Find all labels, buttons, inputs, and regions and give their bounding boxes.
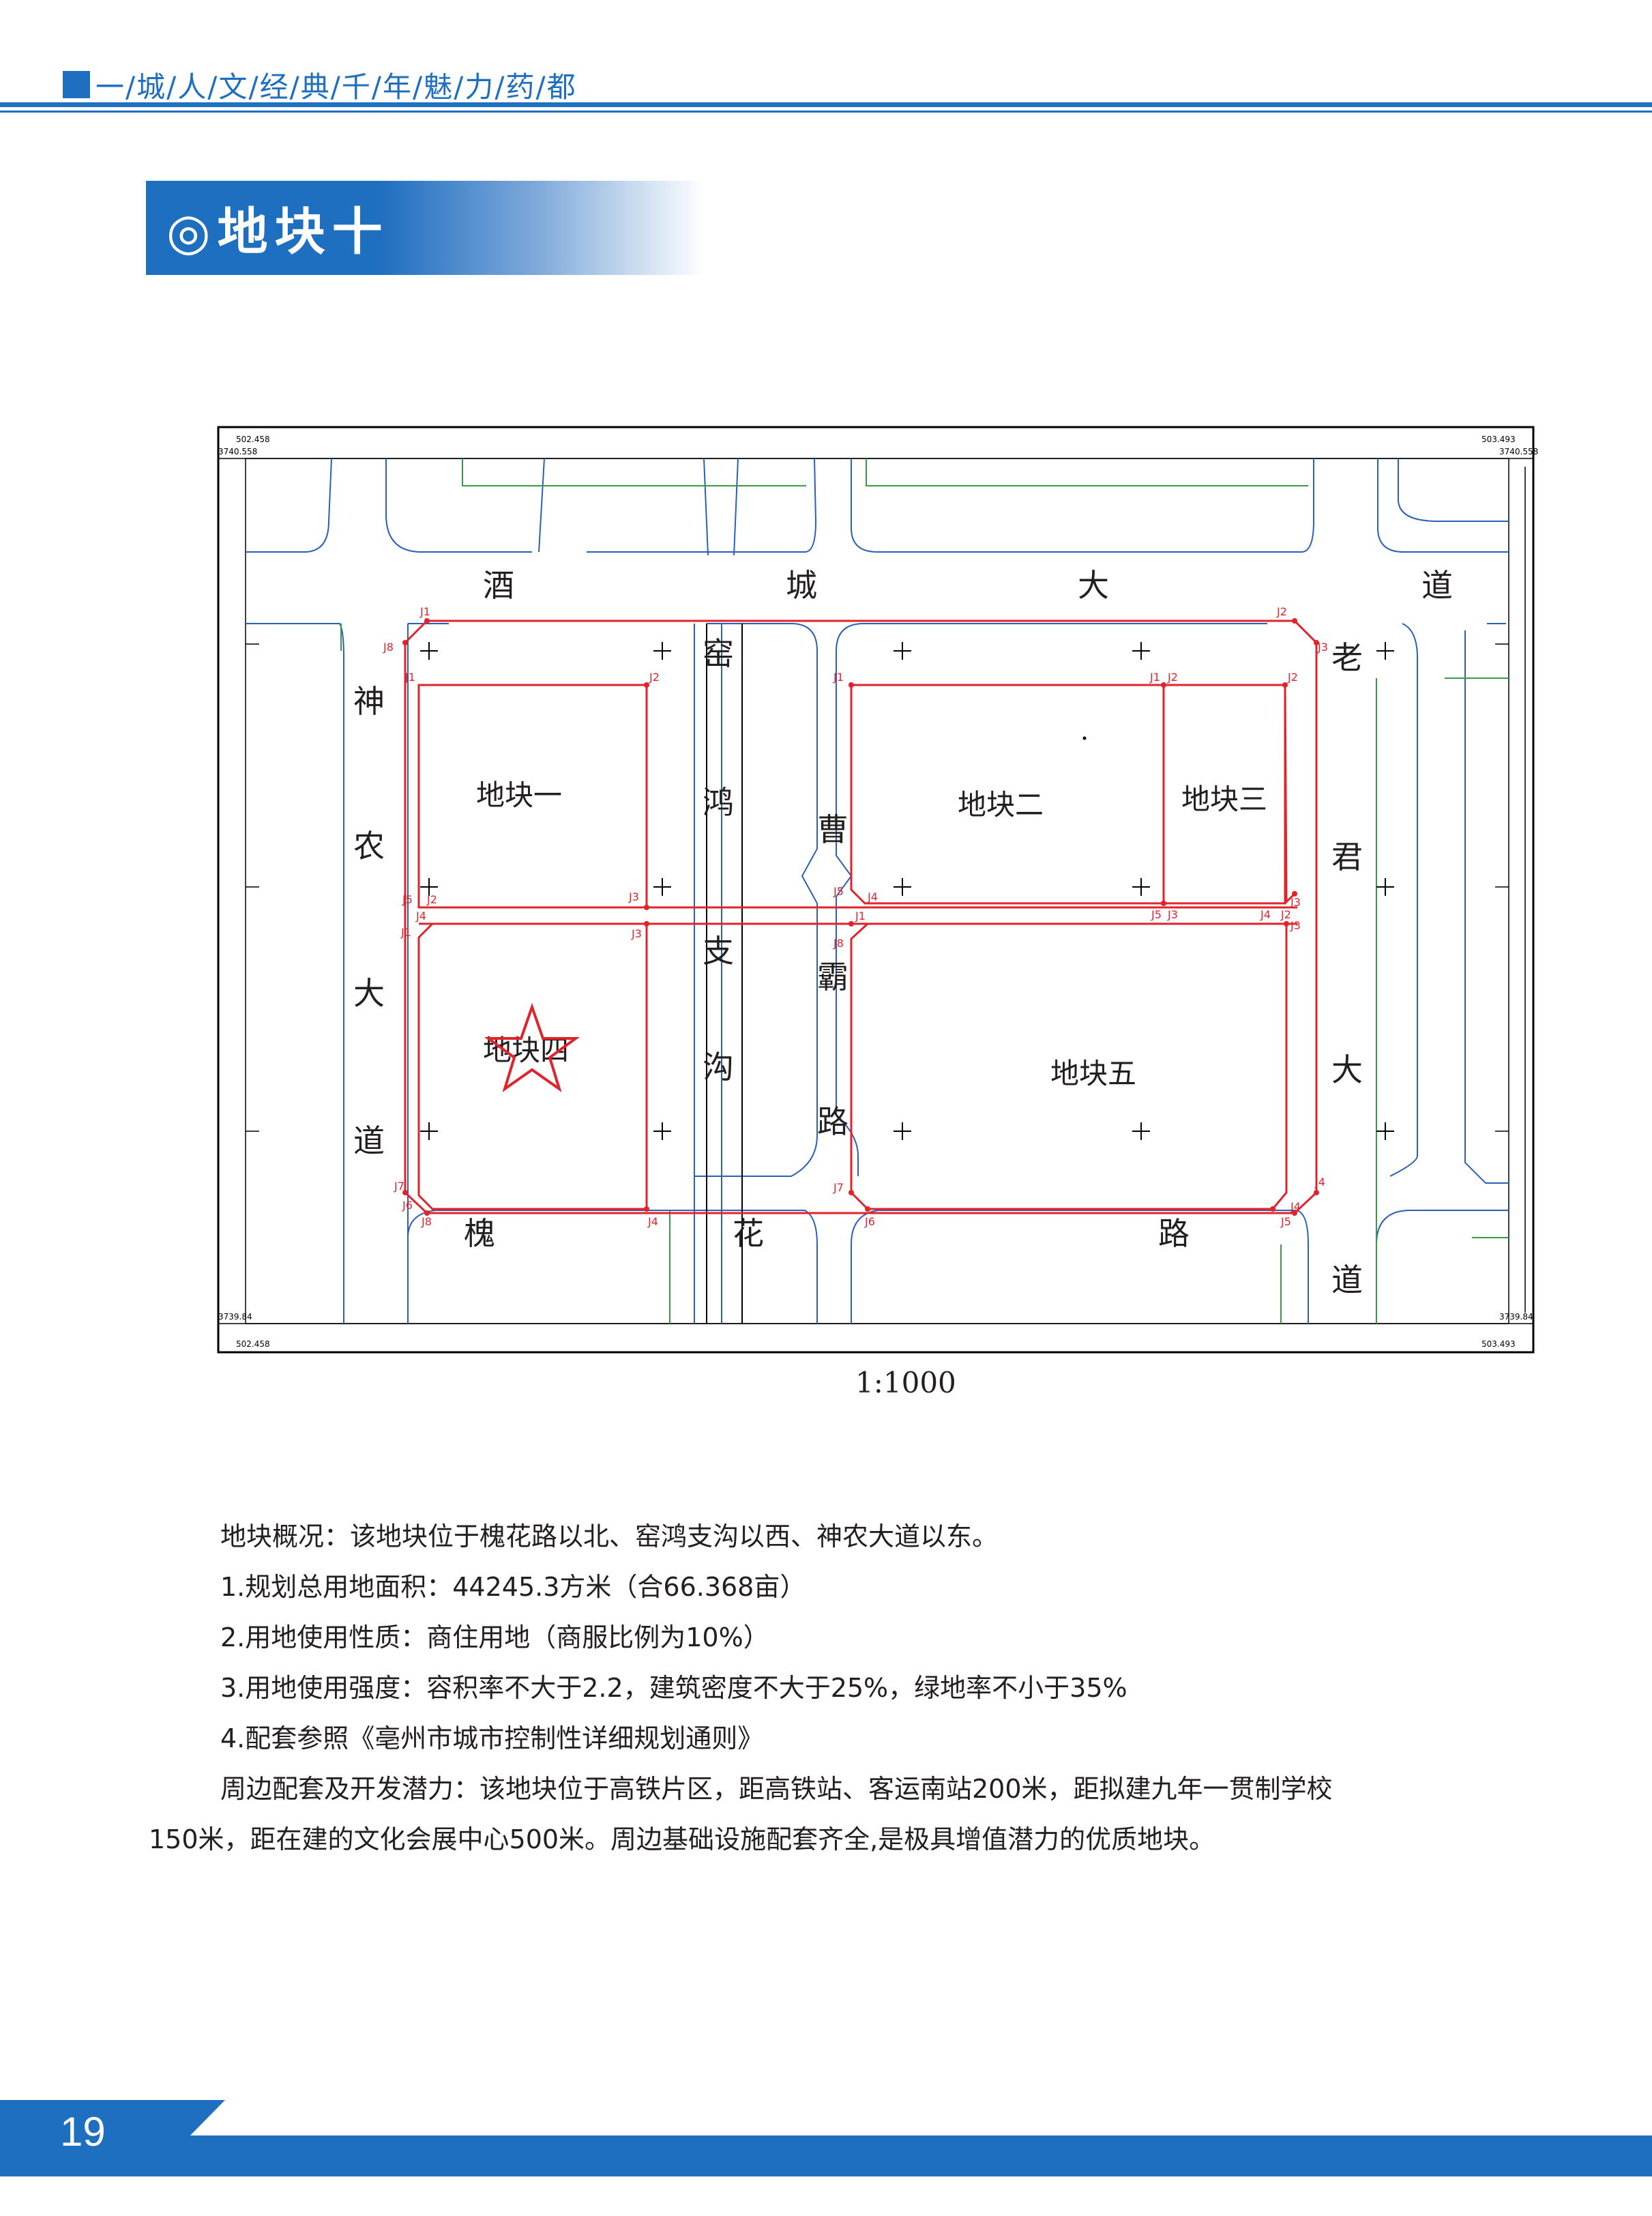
pt-label: J4 — [1290, 1200, 1301, 1213]
page-number: 19 — [60, 2109, 106, 2155]
map-scale: 1:1000 — [855, 1366, 956, 1399]
desc-usage: 2.用地使用性质：商住用地（商服比例为10%） — [220, 1622, 769, 1652]
parcel-2-label: 地块二 — [958, 788, 1044, 821]
pt-label: J6 — [864, 1215, 875, 1228]
pt-label: J4 — [1314, 1176, 1325, 1189]
pt-label: J3 — [628, 890, 639, 903]
map-frame — [217, 426, 1535, 1354]
road-laojun-char: 君 — [1331, 839, 1363, 875]
road-names: 酒 城 大 道 神 农 大 道 窑 鸿 支 沟 曹 霸 路 老 君 大 道 槐 … — [353, 567, 1453, 1298]
description-block: 地块概况：该地块位于槐花路以北、窑鸿支沟以西、神农大道以东。 1.规划总用地面积… — [149, 1511, 1520, 1865]
green-lines — [340, 458, 1509, 1324]
boundary-points — [402, 618, 1319, 1216]
pt-label: J7 — [394, 1180, 404, 1193]
pt-label: J3 — [1167, 908, 1178, 921]
road-caoba-char: 霸 — [817, 959, 849, 995]
coord-tr-x: 503.493 — [1481, 435, 1516, 444]
pt-label: J6 — [402, 1199, 413, 1212]
road-jiucheng-char: 大 — [1078, 567, 1109, 604]
coord-tr-y: 3740.558 — [1499, 447, 1538, 456]
pt-label: J5 — [1280, 1215, 1291, 1228]
pt-label: J4 — [647, 1215, 658, 1228]
desc-intensity: 3.用地使用强度：容积率不大于2.2，建筑密度不大于25%，绿地率不小于35% — [220, 1673, 1127, 1703]
frame-ticks — [246, 467, 1526, 1313]
road-jiucheng-char: 酒 — [483, 567, 514, 604]
road-yaohong-char: 沟 — [703, 1049, 734, 1085]
pt-label: J8 — [421, 1215, 432, 1228]
road-laojun-char: 老 — [1331, 639, 1363, 676]
pt-label: J2 — [426, 893, 437, 906]
road-yaohong-char: 窑 — [703, 635, 734, 672]
pt-label: J5 — [833, 885, 844, 898]
road-yaohong-char: 鸿 — [703, 784, 734, 821]
road-huaihua-char: 花 — [733, 1215, 764, 1252]
road-shennong-char: 神 — [353, 683, 385, 720]
parcel-5-label: 地块五 — [1050, 1057, 1136, 1090]
pt-label: J2 — [649, 671, 660, 684]
stray-dot — [1082, 736, 1087, 740]
header-square-icon — [63, 71, 90, 98]
pt-label: J3 — [1317, 641, 1328, 654]
pt-label: J2 — [1280, 908, 1291, 921]
header-rule — [0, 102, 1652, 107]
star-icon — [484, 1002, 580, 1092]
site-map: 502.458 3740.558 503.493 3740.558 3739.8… — [217, 426, 1538, 1355]
site-boundary — [404, 619, 1318, 1214]
road-shennong-char: 农 — [353, 828, 385, 864]
road-laojun-char: 道 — [1331, 1262, 1363, 1298]
pt-label: J1 — [404, 671, 415, 684]
pt-label: J4 — [867, 890, 878, 903]
pt-label: J5 — [402, 893, 413, 906]
pt-label: J2 — [1287, 671, 1298, 684]
road-caoba-char: 路 — [817, 1103, 849, 1140]
pt-label: J3 — [631, 927, 642, 940]
header-title: 一/城/人/文/经/典/千/年/魅/力/药/都 — [95, 70, 577, 104]
road-caoba-char: 曹 — [817, 811, 849, 848]
pt-label: J1 — [419, 605, 430, 618]
coord-tl-y: 3740.558 — [218, 447, 257, 456]
coord-tl-x: 502.458 — [236, 435, 270, 444]
road-shennong-char: 道 — [353, 1122, 385, 1159]
section-banner — [146, 181, 705, 275]
pt-label: J8 — [383, 641, 394, 654]
road-curbs — [246, 458, 1509, 1324]
pt-label: J5 — [1151, 908, 1162, 921]
road-yaohong-char: 支 — [703, 933, 734, 970]
pt-label: J2 — [1167, 671, 1178, 684]
pt-label: J4 — [415, 909, 426, 922]
desc-overview: 地块概况：该地块位于槐花路以北、窑鸿支沟以西、神农大道以东。 — [220, 1521, 999, 1551]
header-rule-thin — [0, 111, 1652, 113]
road-shennong-char: 大 — [353, 975, 385, 1012]
channel-lines — [694, 458, 739, 1324]
pt-label: J7 — [833, 1181, 844, 1194]
desc-reference: 4.配套参照《亳州市城市控制性详细规划通则》 — [220, 1723, 764, 1753]
desc-potential: 周边配套及开发潜力：该地块位于高铁片区，距高铁站、客运南站200米，距拟建九年一… — [220, 1774, 1333, 1804]
pt-label: J2 — [1276, 605, 1287, 618]
coord-bl-x: 502.458 — [236, 1339, 270, 1349]
road-laojun-char: 大 — [1331, 1051, 1363, 1088]
road-huaihua-char: 路 — [1158, 1215, 1190, 1252]
centerlines — [706, 624, 743, 1324]
pt-label: J3 — [1290, 896, 1301, 909]
pt-label: J1 — [400, 926, 411, 939]
pt-label: J4 — [1260, 908, 1271, 921]
section-title: ◎地块十 — [166, 203, 389, 261]
pt-label: J1 — [855, 909, 866, 922]
coord-br-y: 3739.84 — [1499, 1312, 1533, 1322]
road-jiucheng-char: 城 — [786, 567, 817, 604]
desc-potential-cont: 150米，距在建的文化会展中心500米。周边基础设施配套齐全,是极具增值潜力的优… — [149, 1824, 1215, 1854]
parcel-1-label: 地块一 — [476, 778, 562, 812]
coord-bl-y: 3739.84 — [218, 1312, 252, 1322]
road-jiucheng-char: 道 — [1421, 567, 1453, 604]
pt-label: J1 — [1149, 671, 1160, 684]
survey-crosses — [420, 642, 1394, 1140]
pt-label: J8 — [833, 937, 844, 950]
footer-bar — [0, 2135, 1652, 2176]
pt-label: J3 — [1290, 919, 1301, 932]
parcel-3-label: 地块三 — [1181, 783, 1267, 816]
coord-br-x: 503.493 — [1481, 1339, 1516, 1349]
road-huaihua-char: 槐 — [464, 1215, 495, 1252]
desc-area: 1.规划总用地面积：44245.3方米（合66.368亩） — [220, 1572, 806, 1602]
pt-label: J1 — [833, 671, 844, 684]
